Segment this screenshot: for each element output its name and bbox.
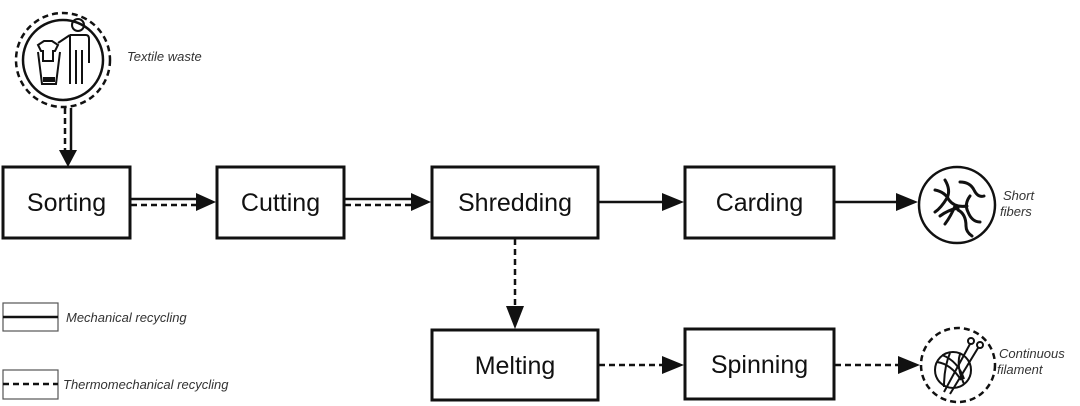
continuous-filament-label-line1: Continuous: [999, 346, 1065, 361]
textile-waste-icon: [14, 11, 112, 109]
arrow-cutting-to-shredding: [345, 193, 431, 211]
node-melting-label: Melting: [475, 352, 556, 380]
node-shredding-label: Shredding: [458, 189, 572, 217]
arrow-shredding-to-melting: [506, 239, 524, 329]
node-cutting: Cutting: [215, 165, 346, 240]
arrow-waste-to-sorting: [59, 108, 77, 167]
node-shredding: Shredding: [430, 165, 600, 240]
continuous-filament-label-line2: filament: [997, 362, 1044, 377]
node-carding: Carding: [683, 165, 836, 240]
node-spinning: Spinning: [683, 327, 836, 401]
legend-thermomechanical-label: Thermomechanical recycling: [63, 377, 229, 392]
legend-item-mechanical: Mechanical recycling: [2, 302, 187, 332]
node-sorting: Sorting: [1, 165, 132, 240]
arrow-carding-to-short-fibers: [835, 193, 918, 211]
yarn-ball-icon: [919, 326, 997, 404]
node-melting: Melting: [430, 328, 600, 402]
node-spinning-label: Spinning: [711, 351, 808, 379]
arrow-sorting-to-cutting: [131, 193, 216, 211]
node-sorting-label: Sorting: [27, 189, 106, 217]
legend-item-thermomechanical: Thermomechanical recycling: [2, 369, 229, 400]
short-fibers-icon: [917, 165, 997, 245]
short-fibers-label-line2: fibers: [1000, 204, 1032, 219]
node-carding-label: Carding: [716, 189, 804, 217]
legend: Mechanical recycling Thermomechanical re…: [2, 302, 229, 400]
node-cutting-label: Cutting: [241, 189, 320, 217]
arrow-shredding-to-carding: [599, 193, 684, 211]
arrow-spinning-to-filament: [835, 356, 920, 374]
legend-mechanical-label: Mechanical recycling: [66, 310, 187, 325]
arrow-melting-to-spinning: [599, 356, 684, 374]
short-fibers-label-line1: Short: [1003, 188, 1035, 203]
textile-waste-label: Textile waste: [127, 49, 202, 64]
